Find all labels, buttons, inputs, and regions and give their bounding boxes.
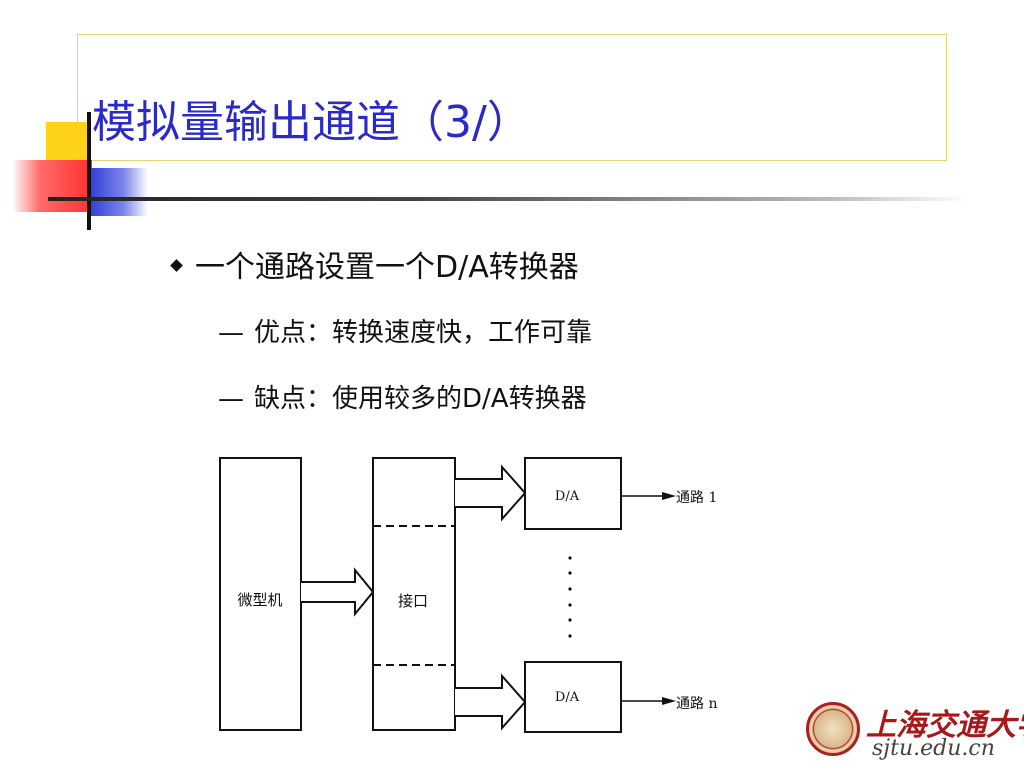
university-name: 上海交通大学 <box>866 708 1024 743</box>
da-top-label: D/A <box>555 489 580 504</box>
advantage-text: 优点：转换速度快，工作可靠 <box>254 318 593 348</box>
disadvantage-text: 缺点：使用较多的D/A转换器 <box>254 384 587 414</box>
decor-yellow-square <box>46 122 88 164</box>
output-arrowhead-n <box>662 697 676 705</box>
microcomputer-block <box>219 457 302 731</box>
bus-arrow-main <box>301 567 375 617</box>
interface-block <box>372 457 456 731</box>
channel-1-label: 通路 1 <box>676 490 717 506</box>
bus-arrow-top <box>455 464 527 522</box>
da-converter-top <box>524 457 622 530</box>
bullet-text: 一个通路设置一个D/A转换器 <box>195 250 579 285</box>
da-bottom-label: D/A <box>555 690 580 705</box>
decor-horizontal-line <box>48 197 968 201</box>
decor-vertical-line <box>87 112 91 230</box>
title-frame <box>77 34 947 161</box>
bullet-point: 一个通路设置一个D/A转换器 <box>170 242 579 286</box>
dash-icon: — <box>218 318 244 348</box>
diamond-bullet-icon <box>170 259 183 272</box>
dash-icon: — <box>218 384 244 414</box>
output-arrowhead-1 <box>662 492 676 500</box>
slide-title: 模拟量输出通道（3/） <box>92 97 531 148</box>
channel-diagram: 微型机 接口 D/A 通路 1 D/A 通路 n <box>219 457 717 733</box>
ellipsis-dots <box>568 556 572 638</box>
channel-n-label: 通路 n <box>676 696 717 712</box>
microcomputer-label: 微型机 <box>237 591 282 609</box>
da-converter-bottom <box>524 661 622 733</box>
bus-arrow-bottom <box>455 673 527 731</box>
university-seal-icon <box>806 702 860 756</box>
decor-red-gradient <box>12 160 92 212</box>
decor-blue-gradient <box>88 168 148 216</box>
university-url: sjtu.edu.cn <box>872 736 995 761</box>
sub-item-advantage: — 优点：转换速度快，工作可靠 <box>218 312 592 349</box>
sub-item-disadvantage: — 缺点：使用较多的D/A转换器 <box>218 378 587 415</box>
interface-label: 接口 <box>398 592 428 610</box>
university-logo: 上海交通大学 sjtu.edu.cn <box>806 700 1024 762</box>
